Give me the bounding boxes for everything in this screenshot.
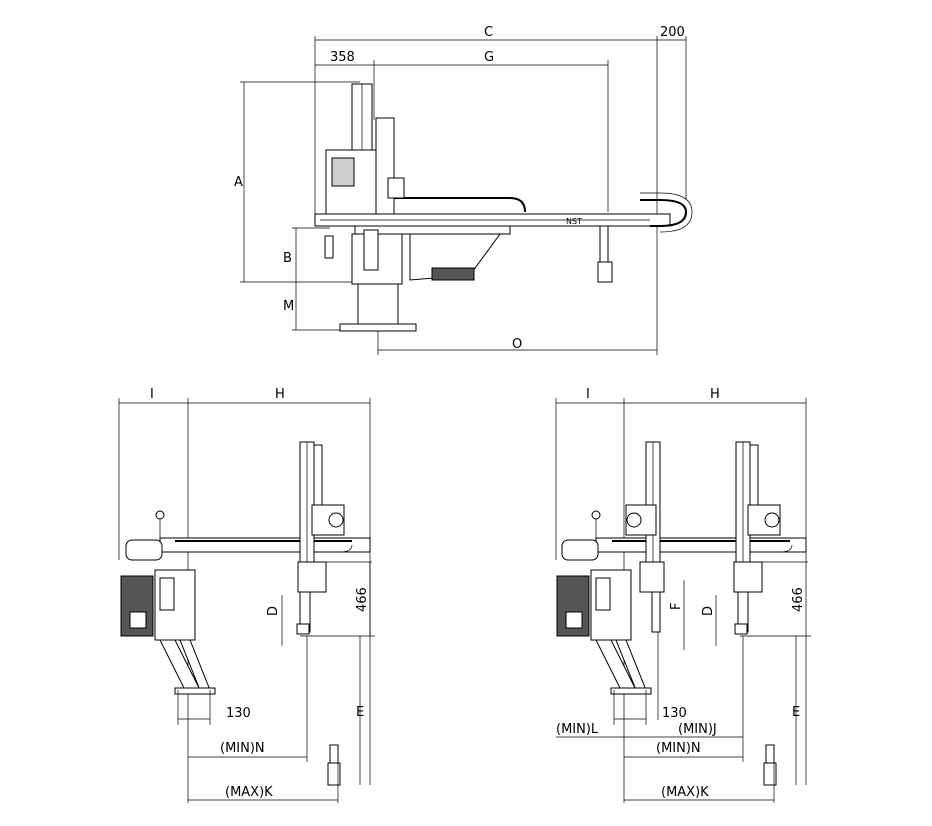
dim-358: 358 <box>330 50 355 65</box>
dim-l: (MIN)L <box>556 722 599 737</box>
right-view: I H F <box>555 387 811 803</box>
dim-d: D <box>701 606 716 616</box>
dim-b: B <box>283 251 292 266</box>
dim-k: (MAX)K <box>225 785 273 800</box>
brand-mark: NST <box>566 217 582 226</box>
left-view: I H D 466 <box>118 387 375 803</box>
dim-h: H <box>710 387 720 402</box>
dim-j: (MIN)J <box>678 722 717 737</box>
dim-466: 466 <box>791 587 806 612</box>
dim-g: G <box>484 50 494 65</box>
dim-200: 200 <box>660 25 685 40</box>
dim-130: 130 <box>226 706 251 721</box>
dim-n: (MIN)N <box>656 741 701 756</box>
dim-i: I <box>150 387 154 402</box>
dim-130: 130 <box>662 706 687 721</box>
dim-466: 466 <box>355 587 370 612</box>
top-view: C 200 358 G A B M O <box>234 25 693 355</box>
dim-m: M <box>283 299 294 314</box>
dim-a: A <box>234 175 243 190</box>
dim-i: I <box>586 387 590 402</box>
dim-h: H <box>275 387 285 402</box>
dim-c: C <box>484 25 493 40</box>
dim-n: (MIN)N <box>220 741 265 756</box>
dim-f: F <box>669 603 684 610</box>
dim-o: O <box>512 337 522 352</box>
dim-e: E <box>792 705 800 720</box>
dim-d: D <box>266 606 281 616</box>
dim-k: (MAX)K <box>661 785 709 800</box>
dim-e: E <box>356 705 364 720</box>
